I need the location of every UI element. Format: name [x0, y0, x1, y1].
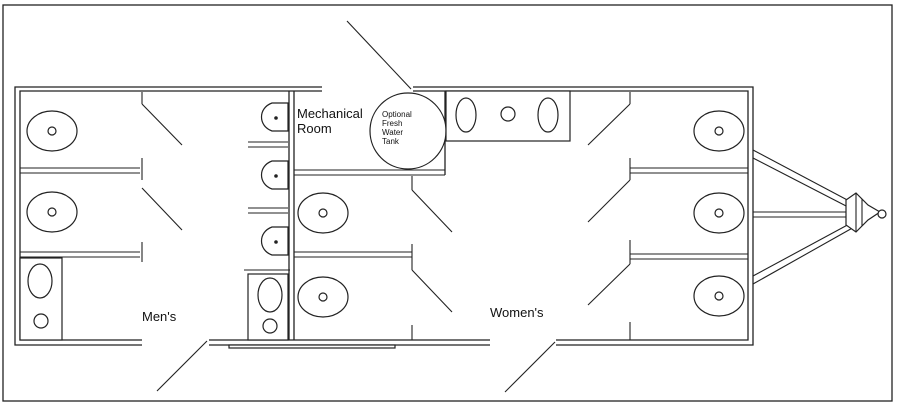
tank-label-4: Tank	[382, 137, 400, 146]
mens-sink-cabinet	[19, 257, 63, 341]
womens-toilet-center-1	[297, 192, 349, 234]
outer-frame	[2, 4, 893, 402]
mens-label: Men's	[142, 309, 177, 324]
center-partition	[288, 91, 446, 340]
womens-section	[297, 90, 748, 393]
mens-stall-door-2[interactable]	[141, 187, 183, 231]
mechanical-room-door[interactable]	[346, 20, 412, 90]
womens-entry-door[interactable]	[504, 341, 556, 393]
womens-center-stall-door-2[interactable]	[411, 269, 453, 313]
womens-toilet-2	[693, 192, 745, 234]
mens-entry-sink	[244, 269, 290, 341]
mechanical-room-label-2: Room	[297, 121, 332, 136]
urinal-1	[260, 102, 289, 132]
mechanical-room: Mechanical Room Optional Fresh Water Tan…	[297, 20, 447, 170]
womens-toilet-1	[693, 110, 745, 152]
urinal-3	[260, 226, 289, 256]
womens-center-stall-door-1[interactable]	[411, 189, 453, 233]
womens-toilet-3	[693, 275, 745, 317]
mechanical-room-label-1: Mechanical	[297, 106, 363, 121]
womens-stall-door-1[interactable]	[587, 103, 631, 146]
trailer-shell	[14, 86, 754, 349]
mens-toilet-2	[26, 191, 78, 233]
mens-toilet-1	[26, 110, 78, 152]
mens-section	[19, 92, 290, 392]
tank-label-2: Fresh	[382, 119, 402, 128]
womens-sink-cabinet	[445, 90, 571, 142]
mens-stall-door-1[interactable]	[141, 103, 183, 146]
tank-label-3: Water	[382, 128, 403, 137]
womens-label: Women's	[490, 305, 544, 320]
womens-stall-door-3[interactable]	[587, 263, 631, 306]
hitch-coupler	[877, 209, 887, 219]
womens-stall-door-2[interactable]	[587, 179, 631, 223]
womens-toilet-center-2	[297, 276, 349, 318]
mens-entry-door[interactable]	[156, 340, 208, 392]
tank-label-1: Optional	[382, 110, 412, 119]
urinal-2	[260, 160, 289, 190]
trailer-hitch	[752, 149, 887, 285]
fresh-water-tank: Optional Fresh Water Tank	[369, 92, 447, 170]
